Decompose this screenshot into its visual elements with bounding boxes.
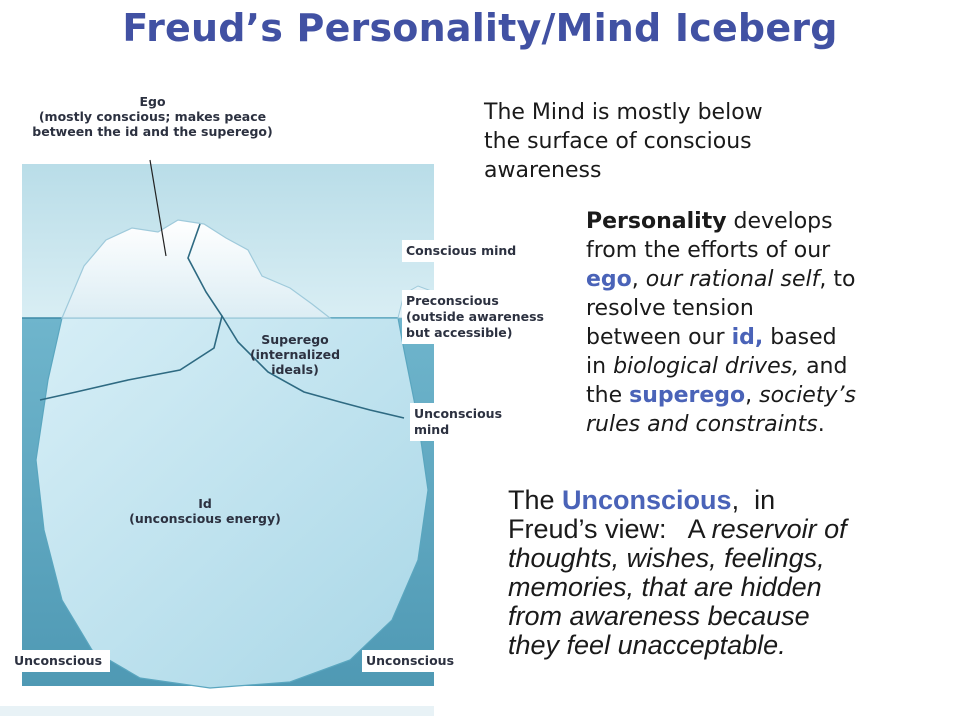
unc-line5: from awareness because <box>508 601 810 631</box>
page-title: Freud’s Personality/Mind Iceberg <box>122 6 838 50</box>
pers-line8: rules and constraints. <box>586 410 946 439</box>
pers-line7: the superego, society’s <box>586 381 946 410</box>
iceberg-tip <box>61 219 332 319</box>
pers-line2: from the efforts of our <box>586 238 831 263</box>
ego-desc-line1: (mostly conscious; makes peace <box>38 109 267 124</box>
unconscious-mind-label: Unconscious mind <box>410 403 532 441</box>
pers-l6c: and <box>799 354 848 379</box>
unc-line1: The Unconscious, in <box>508 486 958 515</box>
ego-pointer <box>149 159 167 257</box>
pers-l7b: , <box>745 383 760 408</box>
id-title: Id <box>198 496 212 511</box>
id-label: Id (unconscious energy) <box>110 496 300 526</box>
unconscious-statement: The Unconscious, in Freud’s view: A rese… <box>508 486 958 660</box>
superego-label: Superego (internalized ideals) <box>240 332 350 377</box>
pers-l3a: , <box>631 267 646 292</box>
ego-label: Ego (mostly conscious; makes peace betwe… <box>20 94 285 139</box>
pers-l3b: our rational self <box>645 267 820 292</box>
personality-statement: Personality develops from the efforts of… <box>586 207 946 439</box>
pers-l1-rest: develops <box>726 209 833 234</box>
pers-line5: between our id, based <box>586 323 946 352</box>
word-id: id, <box>731 325 764 350</box>
pers-l6a: in <box>586 354 614 379</box>
pers-l7c: society’s <box>759 383 856 408</box>
preconscious-line2: (outside awareness <box>406 309 544 324</box>
superego-crack <box>221 315 405 419</box>
unc-l2a: Freud’s view: A <box>508 514 712 544</box>
unc-line6: they feel unacceptable. <box>508 630 786 660</box>
pers-line6: in biological drives, and <box>586 352 946 381</box>
unc-line2: Freud’s view: A reservoir of <box>508 515 958 544</box>
word-superego: superego <box>629 383 746 408</box>
id-desc: (unconscious energy) <box>129 511 281 526</box>
unc-line3: thoughts, wishes, feelings, <box>508 543 825 573</box>
superego-line3: ideals) <box>271 362 319 377</box>
unconscious-right-label: Unconscious <box>362 650 466 672</box>
unc-l2b: reservoir of <box>711 514 847 544</box>
pers-l5a: between our <box>586 325 732 350</box>
pers-l3c: , to <box>819 267 856 292</box>
pers-l5b: based <box>763 325 837 350</box>
unc-l1b: , in <box>731 485 776 515</box>
pers-line1: Personality develops <box>586 207 946 236</box>
mind-line1: The Mind is mostly below <box>484 100 763 125</box>
pers-line3: ego, our rational self, to <box>586 265 946 294</box>
bottom-strip <box>0 706 434 716</box>
ego-crack <box>39 223 223 401</box>
preconscious-line3: but accessible) <box>406 325 513 340</box>
superego-title: Superego <box>261 332 329 347</box>
unconscious-left-label: Unconscious <box>10 650 110 672</box>
word-ego: ego <box>586 267 632 292</box>
mind-line2: the surface of conscious <box>484 129 752 154</box>
mind-statement: The Mind is mostly below the surface of … <box>484 98 864 185</box>
pers-line4: resolve tension <box>586 296 754 321</box>
iceberg-underwater <box>35 317 429 689</box>
iceberg-diagram: Ego (mostly conscious; makes peace betwe… <box>0 80 552 720</box>
pers-l8: rules and constraints <box>586 412 818 437</box>
word-personality: Personality <box>586 209 727 234</box>
iceberg-illustration <box>0 159 435 716</box>
conscious-mind-label: Conscious mind <box>402 240 524 262</box>
mind-line3: awareness <box>484 158 602 183</box>
pers-l6b: biological drives, <box>613 354 800 379</box>
ego-desc-line2: between the id and the superego) <box>32 124 273 139</box>
preconscious-label: Preconscious (outside awareness but acce… <box>402 290 552 344</box>
ego-title: Ego <box>139 94 166 109</box>
pers-l8end: . <box>817 412 825 437</box>
superego-line2: (internalized <box>249 347 341 362</box>
preconscious-title: Preconscious <box>406 293 499 308</box>
word-unconscious: Unconscious <box>562 485 732 515</box>
unc-line4: memories, that are hidden <box>508 572 822 602</box>
unc-l1a: The <box>508 485 563 515</box>
pers-l7a: the <box>586 383 630 408</box>
